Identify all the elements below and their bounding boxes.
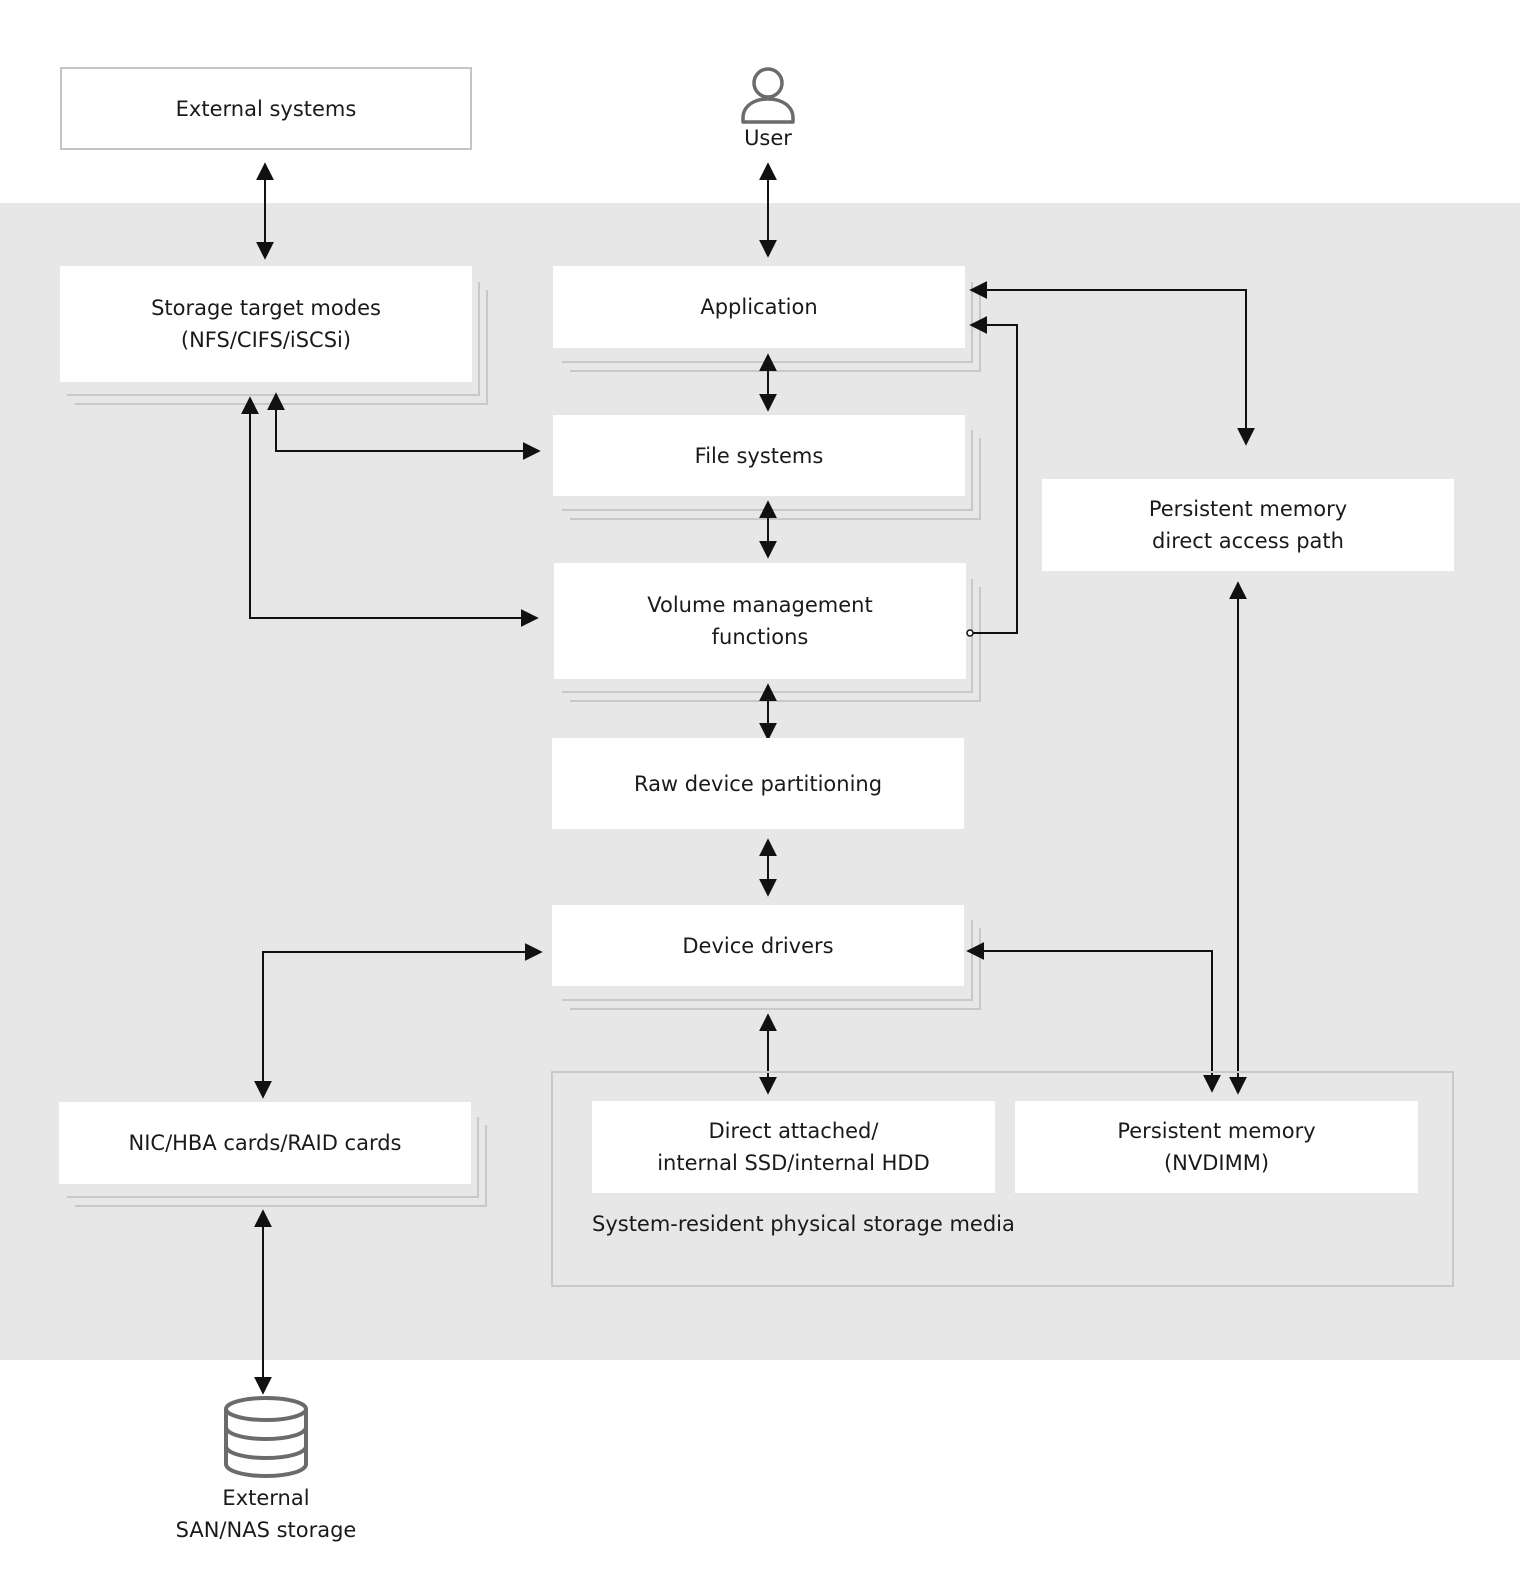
device-drivers-box: Device drivers — [552, 905, 964, 986]
volume-management-box: Volume management functions — [554, 563, 966, 679]
pmem-direct-access-box: Persistent memory direct access path — [1042, 479, 1454, 571]
arrow-volume-application — [969, 316, 1018, 634]
external-storage-label: External SAN/NAS storage — [175, 1486, 357, 1542]
user-label: User — [744, 126, 792, 150]
application-box: Application — [553, 266, 965, 348]
direct-attached-box: Direct attached/ internal SSD/internal H… — [592, 1101, 995, 1193]
volume-connector-dot — [966, 629, 974, 637]
arrow-drivers-nic — [254, 943, 543, 1099]
storage-target-modes-box: Storage target modes (NFS/CIFS/iSCSi) — [60, 266, 472, 382]
database-icon — [224, 1396, 308, 1478]
arrow-storage-target-filesystems — [267, 392, 541, 460]
nic-hba-raid-box: NIC/HBA cards/RAID cards — [59, 1102, 471, 1184]
storage-media-group — [551, 1071, 1454, 1287]
persistent-memory-box: Persistent memory (NVDIMM) — [1015, 1101, 1418, 1193]
storage-media-group-label: System-resident physical storage media — [592, 1212, 1015, 1236]
external-systems-box: External systems — [60, 67, 472, 150]
user-icon — [741, 67, 795, 124]
file-systems-box: File systems — [553, 415, 965, 496]
raw-device-partitioning-box: Raw device partitioning — [552, 738, 964, 829]
arrow-application-pmem-path — [969, 281, 1255, 446]
arrow-storage-target-volume — [241, 396, 539, 627]
arrow-drivers-pmem — [966, 942, 1221, 1093]
